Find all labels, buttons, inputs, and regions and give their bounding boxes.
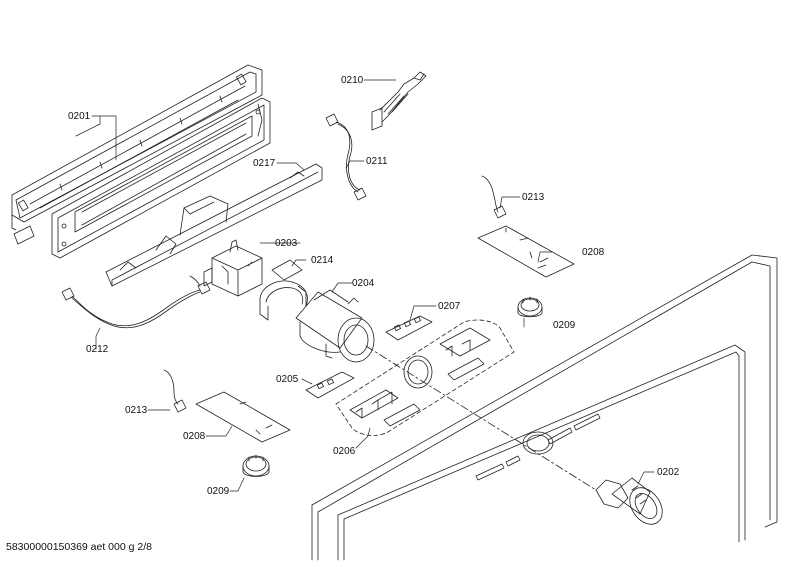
bezel-ring-upper	[517, 296, 543, 318]
sensor-wire-lower	[163, 369, 187, 413]
part-label-0205: 0205	[276, 374, 299, 385]
part-label-0217: 0217	[253, 158, 276, 169]
switch-board	[385, 315, 433, 341]
part-label-0208-lower: 0208	[183, 431, 206, 442]
assembly-axis-line	[365, 345, 597, 491]
part-label-0212: 0212	[86, 344, 109, 355]
timer-motor	[295, 289, 375, 363]
part-label-0203: 0203	[275, 238, 298, 249]
leader-lines	[75, 79, 655, 492]
bezel-ring-lower	[242, 454, 270, 477]
wire-harness	[325, 113, 367, 201]
part-label-0214: 0214	[311, 255, 334, 266]
control-knob	[595, 477, 663, 525]
document-reference: 58300000150369 aet 000 g 2/8	[6, 541, 152, 553]
part-label-0207: 0207	[438, 301, 461, 312]
part-label-0210: 0210	[341, 75, 364, 86]
part-label-0209-upper: 0209	[553, 320, 576, 331]
part-label-0201: 0201	[68, 111, 91, 122]
switch-assembly	[335, 319, 515, 436]
mounting-bracket	[105, 163, 323, 287]
circuit-board-lower	[195, 391, 291, 443]
part-label-0206: 0206	[333, 446, 356, 457]
part-label-0202: 0202	[657, 467, 680, 478]
motor-clamp	[259, 259, 308, 321]
control-frame-front	[51, 97, 271, 259]
part-label-0204: 0204	[352, 278, 375, 289]
part-label-0209-lower: 0209	[207, 486, 230, 497]
switch-holder	[203, 239, 263, 297]
lamp-wire	[61, 275, 211, 329]
part-label-0211: 0211	[366, 156, 388, 167]
circuit-board-upper	[477, 225, 575, 278]
ribbon-cable	[371, 71, 427, 131]
led-board	[305, 371, 355, 399]
oven-front-panel	[311, 254, 778, 561]
part-label-0213-upper: 0213	[522, 192, 545, 203]
sensor-wire-upper	[481, 175, 507, 219]
control-frame-rear	[11, 64, 263, 245]
part-label-0208-upper: 0208	[582, 247, 605, 258]
part-label-0213-lower: 0213	[125, 405, 148, 416]
